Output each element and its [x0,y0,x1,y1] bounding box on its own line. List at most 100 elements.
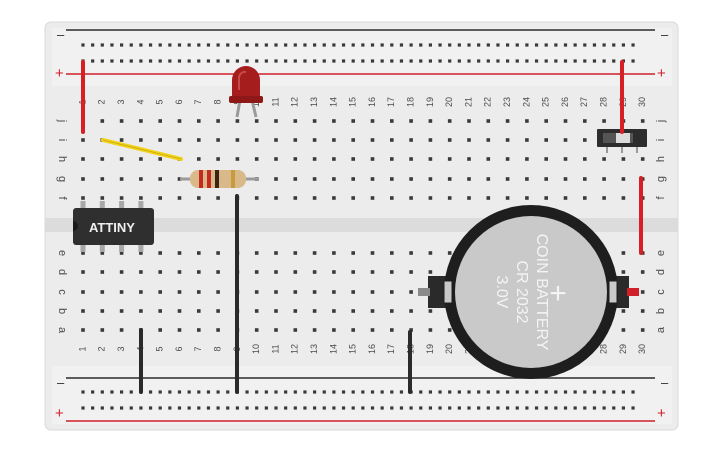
chip-pin [99,243,105,252]
terminal-hole [409,328,413,332]
terminal-hole [293,328,298,332]
rail-hole [216,43,220,47]
column-number: 19 [425,97,435,107]
rail-hole [351,43,355,47]
rail-hole [91,59,95,63]
rail-hole [544,43,548,47]
rail-hole [486,43,490,47]
terminal-hole [544,119,548,123]
rail-hole [563,59,568,63]
terminal-hole [312,309,317,313]
terminal-hole [177,196,182,200]
bottom-rail-panel [52,366,672,424]
rail-hole [332,43,336,47]
terminal-hole [390,177,394,181]
rail-hole [168,390,172,394]
rail-hole [534,390,539,394]
chip-pin [80,201,86,210]
rail-hole [110,43,114,47]
row-letter: j [655,120,667,123]
column-number: 19 [425,344,435,354]
terminal-hole [351,177,355,181]
rail-hole [245,59,249,63]
rail-hole [148,59,153,63]
rail-hole [621,406,625,410]
rail-hole [409,406,413,410]
rail-hole [91,406,95,410]
rail-hole [120,43,124,47]
rail-minus-sign-br: – [661,375,669,390]
rail-hole [303,43,307,47]
battery-clip-right-tab [627,288,639,296]
rail-hole [274,43,278,47]
terminal-hole [119,177,124,181]
terminal-hole [640,290,645,294]
switch-knob[interactable] [616,133,630,143]
rail-hole [187,59,191,63]
terminal-hole [254,119,259,123]
terminal-hole [177,328,182,332]
terminal-hole [197,119,201,123]
column-number: 3 [116,99,126,104]
terminal-hole [177,138,182,142]
rail-hole [380,43,384,47]
rail-hole [563,390,568,394]
row-letter: d [56,269,68,275]
column-number: 15 [348,97,358,107]
terminal-hole [332,251,336,255]
led[interactable] [229,66,263,118]
rail-hole [177,406,182,410]
terminal-hole [447,251,452,255]
column-number: 17 [386,344,396,354]
rail-hole [235,43,239,47]
terminal-hole [293,177,298,181]
rail-hole [477,43,481,47]
terminal-hole [312,196,317,200]
rail-hole [168,406,172,410]
rail-hole [409,59,413,63]
rail-hole [602,59,606,63]
terminal-hole [332,157,336,161]
resistor[interactable] [180,170,259,188]
terminal-hole [370,328,375,332]
rail-hole [467,59,471,63]
column-number: 18 [405,97,415,107]
rail-hole [81,43,85,47]
slide-switch[interactable] [597,129,647,153]
terminal-hole [254,328,259,332]
rail-hole [158,59,162,63]
terminal-hole [409,196,413,200]
rail-hole [592,406,597,410]
terminal-hole [332,138,336,142]
chip-label: ATTINY [89,220,135,235]
terminal-hole [216,270,220,274]
rail-hole [370,43,375,47]
rail-hole [525,390,529,394]
terminal-hole [158,270,162,274]
terminal-hole [428,328,433,332]
column-number: 30 [637,344,647,354]
rail-hole [612,390,616,394]
row-letter: c [56,289,68,295]
rail-hole [322,43,326,47]
terminal-hole [428,251,433,255]
terminal-hole [197,251,201,255]
rail-hole [341,390,346,394]
rail-hole [428,43,432,47]
terminal-hole [312,138,317,142]
rail-hole [419,406,423,410]
attiny-chip[interactable]: ATTINY [73,201,154,252]
column-number: 6 [174,346,184,351]
terminal-hole [505,138,510,142]
terminal-hole [544,157,548,161]
rail-hole [486,59,490,63]
terminal-hole [467,157,471,161]
terminal-hole [139,290,143,294]
coin-battery-holder[interactable]: COIN BATTERY CR 2032 3.0V + [418,205,639,379]
rail-hole [361,59,365,63]
battery-clip-right-inner [608,280,618,304]
rail-hole [216,406,220,410]
rail-hole [457,390,461,394]
rail-hole [245,390,249,394]
